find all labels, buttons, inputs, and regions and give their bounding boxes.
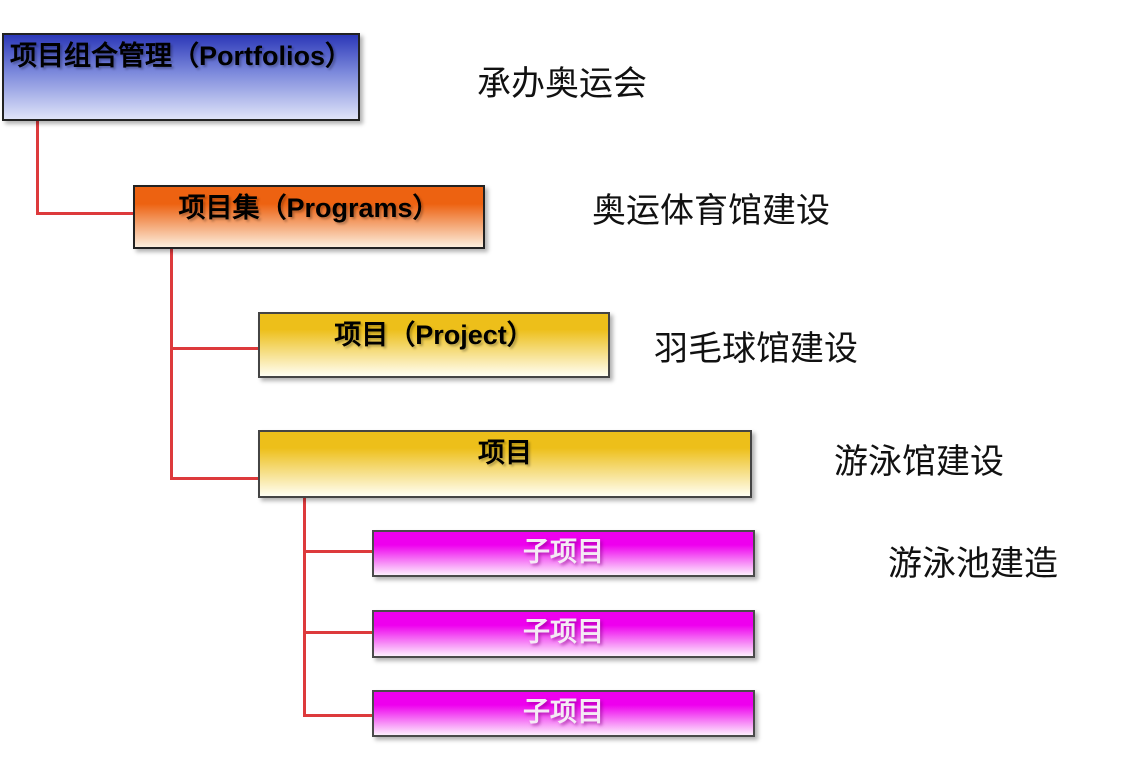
node-subproject-3: 子项目 xyxy=(372,690,755,737)
connector-to-subproject1-line xyxy=(303,550,372,553)
node-programs-label: 项目集（Programs） xyxy=(178,193,440,223)
connector-programs-down-line xyxy=(170,249,173,480)
node-project-2: 项目 xyxy=(258,430,752,498)
connector-to-subproject2-line xyxy=(303,631,372,634)
node-subproject-1: 子项目 xyxy=(372,530,755,577)
node-subproject-1-label: 子项目 xyxy=(523,537,604,567)
annotation-host-olympics: 承办奥运会 xyxy=(477,65,647,103)
annotation-swimming-pool: 游泳池建造 xyxy=(888,545,1058,583)
node-programs: 项目集（Programs） xyxy=(133,185,485,249)
node-project-2-label: 项目 xyxy=(478,438,532,468)
connector-to-project2-line xyxy=(170,477,258,480)
connector-to-programs-line xyxy=(36,212,133,215)
node-subproject-2: 子项目 xyxy=(372,610,755,658)
annotation-olympic-stadium: 奥运体育馆建设 xyxy=(592,192,830,230)
node-portfolios: 项目组合管理（Portfolios） xyxy=(2,33,360,121)
annotation-swimming-hall: 游泳馆建设 xyxy=(834,443,1004,481)
node-project-label: 项目（Project） xyxy=(334,320,534,350)
connector-to-project-line xyxy=(170,347,258,350)
node-portfolios-label: 项目组合管理（Portfolios） xyxy=(10,41,352,71)
connector-to-subproject3-line xyxy=(303,714,372,717)
node-subproject-2-label: 子项目 xyxy=(523,617,604,647)
node-project: 项目（Project） xyxy=(258,312,610,378)
connector-project2-down-line xyxy=(303,498,306,717)
node-subproject-3-label: 子项目 xyxy=(523,697,604,727)
annotation-badminton-hall: 羽毛球馆建设 xyxy=(654,330,858,368)
connector-portfolio-down-line xyxy=(36,121,39,215)
